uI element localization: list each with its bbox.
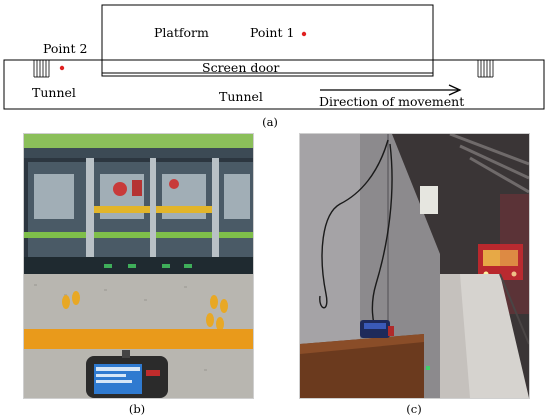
point-1-marker bbox=[301, 31, 307, 37]
right-tunnel-portal-hatch bbox=[477, 60, 494, 78]
point-2-label: Point 2 bbox=[43, 41, 87, 56]
platform-label: Platform bbox=[154, 25, 209, 40]
caption-c: (c) bbox=[406, 402, 422, 416]
point-2-marker bbox=[59, 65, 65, 71]
screen-door-label: Screen door bbox=[202, 60, 279, 75]
left-tunnel-portal-hatch bbox=[33, 60, 50, 78]
direction-arrow-icon bbox=[320, 84, 462, 96]
platform-screen-door-photo bbox=[23, 133, 254, 399]
caption-b: (b) bbox=[128, 402, 146, 416]
tunnel-center-label: Tunnel bbox=[219, 89, 263, 104]
station-schematic-diagram: Platform Point 1 Point 2 Screen door Tun… bbox=[3, 4, 545, 110]
tunnel-left-label: Tunnel bbox=[32, 85, 76, 100]
point-1-label: Point 1 bbox=[250, 25, 294, 40]
direction-label: Direction of movement bbox=[319, 94, 464, 109]
track-tunnel-area bbox=[3, 59, 545, 110]
tunnel-wall-sensor-photo bbox=[299, 133, 530, 399]
caption-a: (a) bbox=[262, 115, 278, 129]
